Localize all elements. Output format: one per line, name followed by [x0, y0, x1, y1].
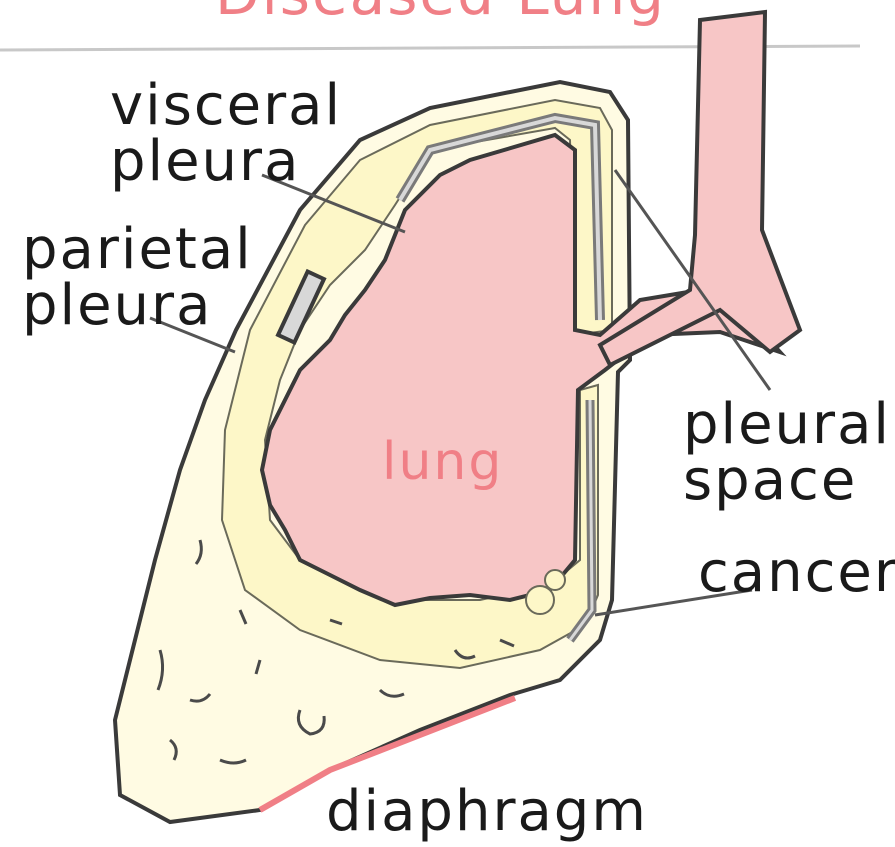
label-pleural-line1: pleural	[683, 397, 891, 453]
label-parietal-line1: parietal	[22, 222, 253, 278]
label-visceral-line2: pleura	[110, 134, 342, 190]
label-visceral-pleura: visceral pleura	[110, 78, 342, 190]
label-cancer: cancer	[698, 545, 895, 601]
label-pleural-line2: space	[683, 453, 891, 509]
label-parietal-line2: pleura	[22, 278, 253, 334]
label-visceral-line1: visceral	[110, 78, 342, 134]
label-lung: lung	[382, 434, 503, 490]
label-pleural-space: pleural space	[683, 397, 891, 509]
label-parietal-pleura: parietal pleura	[22, 222, 253, 334]
diagram-title: Diseased Lung	[215, 0, 666, 22]
label-diaphragm: diaphragm	[326, 784, 648, 840]
